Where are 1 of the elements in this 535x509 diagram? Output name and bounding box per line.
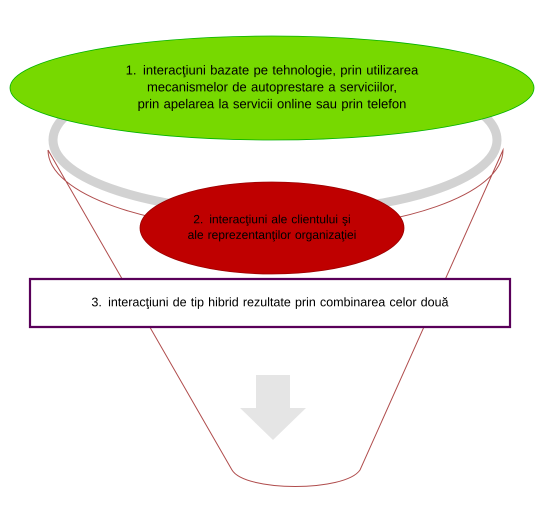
bottom-band: 3. interacţiuni de tip hibrid rezultate prin combinarea celor două — [28, 278, 512, 328]
